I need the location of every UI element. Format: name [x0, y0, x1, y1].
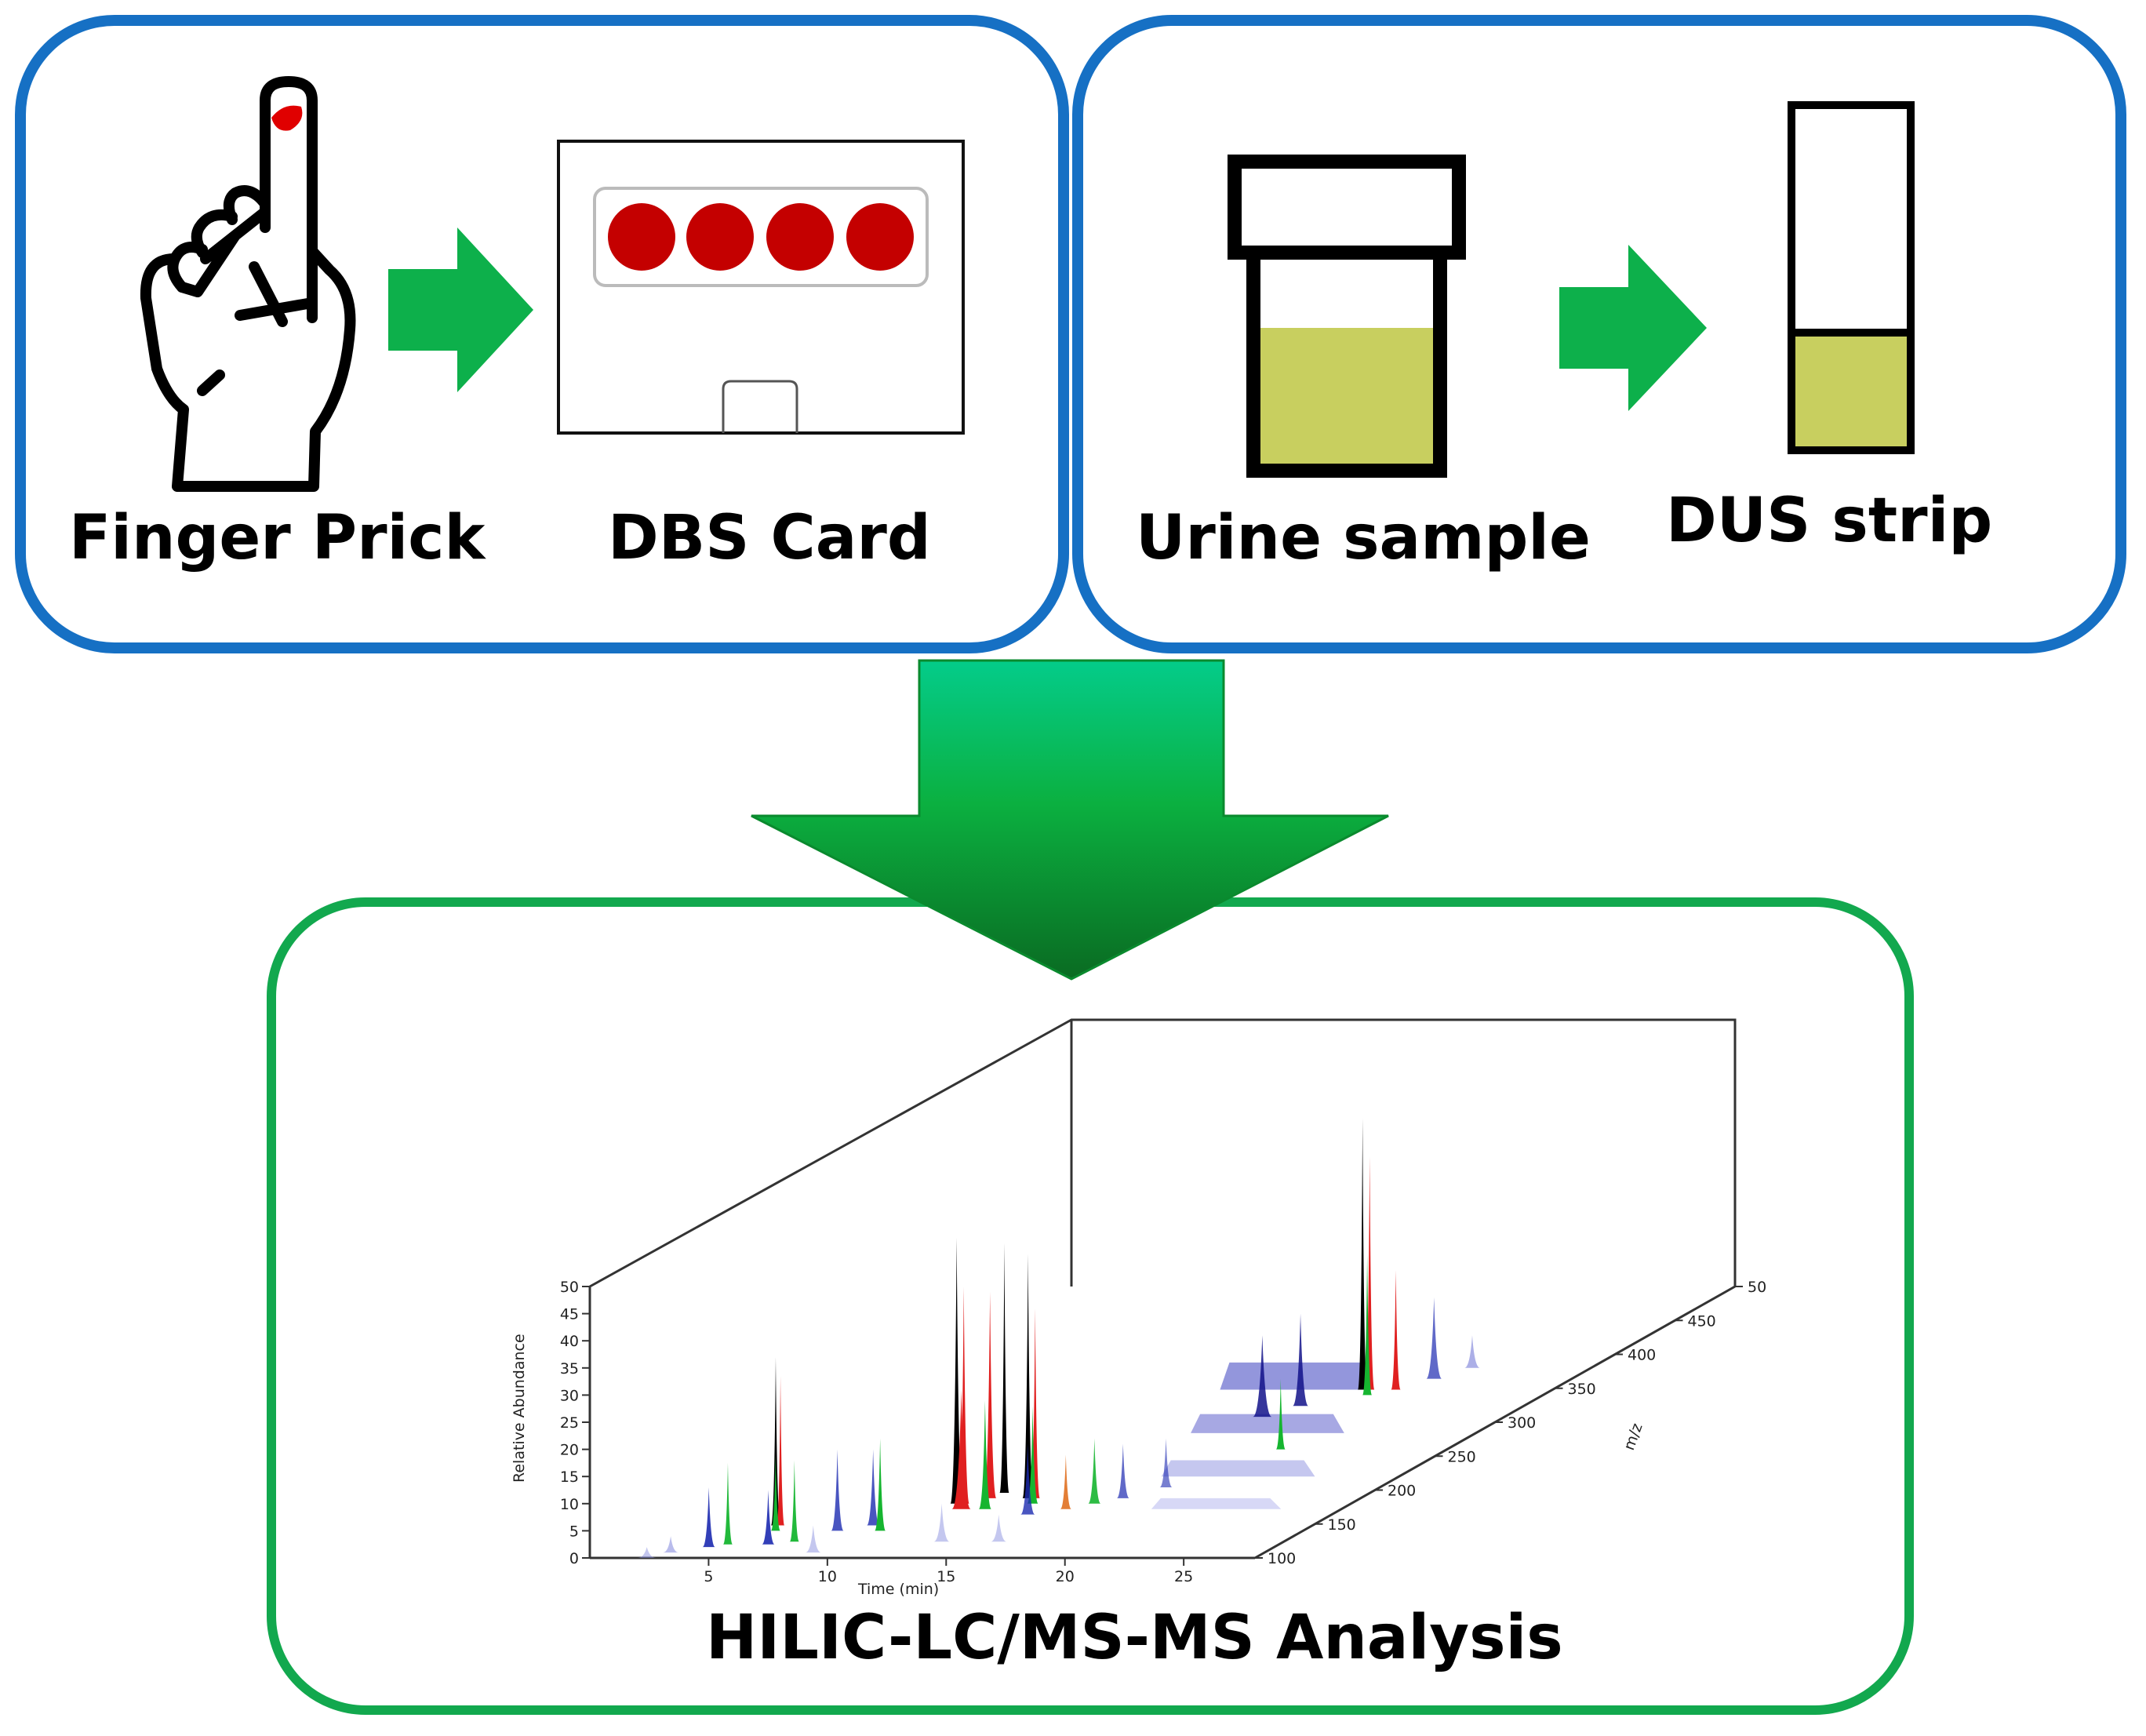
urine-sample-label: Urine sample: [1136, 503, 1591, 573]
chromatogram-peak: [1253, 1335, 1272, 1418]
x-tick-label: 15: [937, 1568, 955, 1585]
urine-container-icon: [1228, 155, 1466, 478]
chromatogram-peak: [770, 1356, 780, 1526]
chart-ticks: 0 5 10 15 20 25 30 35 40 45 50 5 10 15 20 25 100 150 200 25…: [560, 1279, 1766, 1585]
chart-frame-back: [589, 1018, 1737, 1288]
chromatogram-peak: [999, 1243, 1009, 1493]
z-tick-label: 250: [1448, 1448, 1476, 1465]
z-axis-label: m/z: [1620, 1421, 1646, 1452]
y-tick-label: 50: [560, 1279, 579, 1296]
chromatogram-peak: [978, 1400, 991, 1509]
chromatogram-peak: [770, 1454, 780, 1531]
chromatogram-peak: [1358, 1118, 1368, 1390]
y-tick-label: 30: [560, 1387, 579, 1404]
chromatogram-peak: [1293, 1313, 1309, 1407]
chromatogram-peak: [762, 1490, 775, 1545]
y-tick-label: 5: [569, 1523, 579, 1540]
chromatogram-peak: [777, 1376, 785, 1526]
x-tick-label: 20: [1056, 1568, 1075, 1585]
chromatogram-peak: [958, 1287, 969, 1504]
chromatogram-ridge: [1220, 1362, 1374, 1390]
chromatogram-peak: [1027, 1406, 1038, 1504]
z-tick-label: 200: [1388, 1483, 1416, 1500]
chromatogram-peak: [1159, 1438, 1173, 1488]
blood-spot: [846, 203, 914, 271]
chromatogram-peak: [950, 1237, 963, 1504]
chromatogram-peak: [702, 1487, 715, 1548]
chromatogram-peak: [875, 1438, 886, 1531]
z-tick-label: 100: [1268, 1550, 1296, 1567]
blood-spot: [686, 203, 754, 271]
z-tick-label: 400: [1628, 1347, 1656, 1364]
analysis-panel: [267, 897, 1914, 1715]
y-tick-label: 10: [560, 1496, 579, 1513]
chromatogram-peak: [1362, 1254, 1373, 1396]
down-arrow-icon: [751, 659, 1389, 981]
y-tick-label: 35: [560, 1360, 579, 1378]
chromatogram-peak: [1426, 1297, 1442, 1379]
dbs-panel: [15, 15, 1069, 653]
chromatogram-peak: [991, 1514, 1007, 1542]
y-tick-label: 25: [560, 1414, 579, 1432]
chromatogram-ridge: [1191, 1414, 1344, 1433]
y-tick-label: 40: [560, 1333, 579, 1350]
z-tick-label: 50: [1748, 1279, 1766, 1296]
dus-strip-label: DUS strip: [1666, 486, 1992, 556]
chromatogram-peak: [1391, 1270, 1401, 1390]
blood-spot: [766, 203, 834, 271]
right-arrow-icon: [388, 227, 533, 392]
chromatogram-peak: [1030, 1308, 1040, 1498]
chromatogram-peak: [789, 1460, 799, 1542]
dbs-card-icon: [557, 140, 965, 435]
chromatogram-peak: [805, 1525, 821, 1553]
y-axis-label: Relative Abundance: [511, 1334, 528, 1483]
z-tick-label: 450: [1688, 1312, 1716, 1330]
chromatogram-peak: [637, 1547, 657, 1558]
chromatogram-ridge: [1161, 1460, 1315, 1477]
chromatogram-peak: [1116, 1443, 1129, 1498]
chromatogram-peak: [722, 1462, 733, 1545]
blood-drop-icon: [271, 105, 303, 131]
dus-panel: [1072, 15, 2126, 653]
y-tick-label: 15: [560, 1469, 579, 1486]
chromatogram-peak: [663, 1536, 679, 1553]
chromatogram-peak: [984, 1291, 997, 1498]
chromatogram-peak: [1020, 1443, 1035, 1515]
chromatogram-peak: [951, 1389, 971, 1509]
chromatogram-ridge: [1151, 1498, 1282, 1509]
dus-strip-icon: [1788, 101, 1915, 454]
y-tick-label: 45: [560, 1306, 579, 1323]
x-tick-label: 10: [818, 1568, 837, 1585]
right-arrow-icon: [1559, 245, 1707, 411]
dbs-card-label: DBS Card: [608, 503, 931, 573]
z-tick-label: 350: [1568, 1381, 1596, 1398]
y-tick-label: 20: [560, 1442, 579, 1459]
x-tick-label: 25: [1174, 1568, 1193, 1585]
analysis-label: HILIC-LC/MS-MS Analysis: [706, 1603, 1563, 1673]
finger-prick-label: Finger Prick: [69, 503, 487, 573]
x-tick-label: 5: [704, 1568, 713, 1585]
chromatogram-peak: [1464, 1335, 1480, 1368]
chart-peaks: [637, 1118, 1480, 1558]
z-tick-label: 150: [1328, 1516, 1356, 1534]
chromatogram-peak: [867, 1449, 880, 1526]
blood-spot: [608, 203, 675, 271]
chromatogram-peak: [1275, 1378, 1286, 1450]
chromatogram-peak: [1088, 1438, 1101, 1504]
chromatogram-peak: [933, 1503, 950, 1542]
chromatogram-peak: [831, 1449, 844, 1531]
x-axis-label: Time (min): [857, 1581, 939, 1598]
z-tick-label: 300: [1508, 1414, 1536, 1432]
chromatogram-peak: [1022, 1254, 1034, 1498]
chromatogram-peak: [1365, 1156, 1375, 1390]
chromatogram-peak: [1060, 1454, 1071, 1509]
lcms-3d-chromatogram: 0 5 10 15 20 25 30 35 40 45 50 5 10 15 20 25 100 150 200 25…: [511, 1018, 1766, 1598]
y-tick-label: 0: [569, 1550, 579, 1567]
finger-prick-hand-icon: [140, 76, 356, 492]
